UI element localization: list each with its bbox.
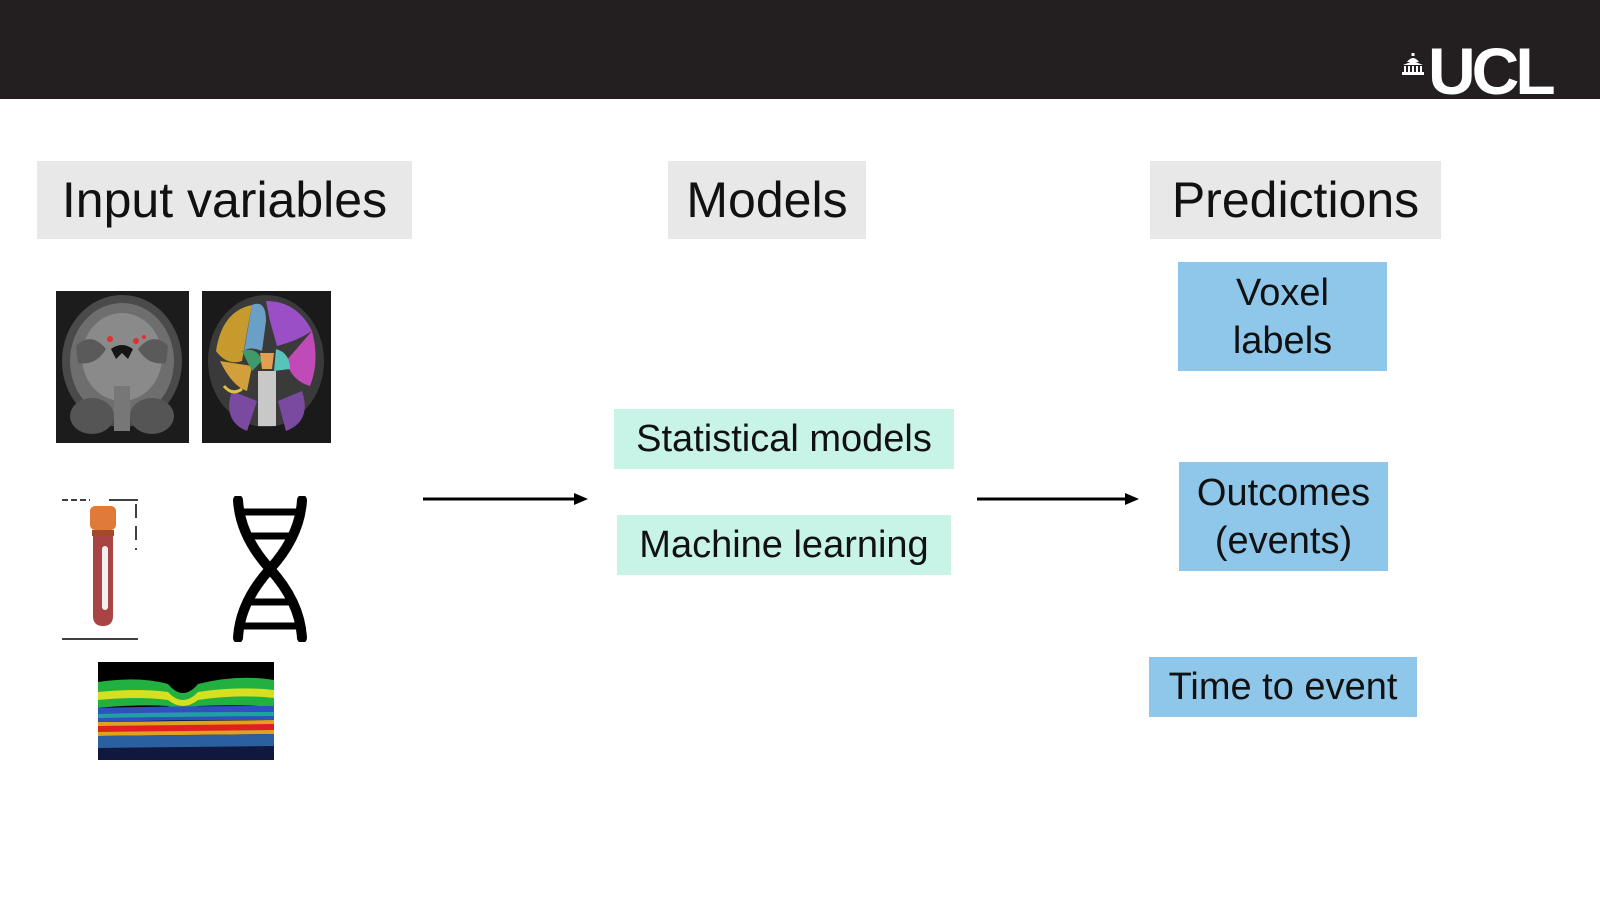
models-header: Models xyxy=(668,161,866,239)
brain-mri-image xyxy=(56,291,189,443)
dna-icon xyxy=(230,496,310,642)
voxel-labels-line2: labels xyxy=(1232,319,1333,362)
outcomes-events-box: Outcomes (events) xyxy=(1179,462,1388,571)
portico-icon xyxy=(1402,53,1424,75)
ucl-logo: UCL xyxy=(1402,38,1570,104)
outcomes-line1: Outcomes xyxy=(1196,471,1371,514)
time-to-event-label: Time to event xyxy=(1168,666,1398,708)
models-to-predictions-arrow xyxy=(977,493,1139,505)
top-banner xyxy=(0,0,1600,99)
outcomes-line2: (events) xyxy=(1214,519,1353,562)
input-variables-header: Input variables xyxy=(37,161,412,239)
input-to-models-arrow xyxy=(423,493,588,505)
statistical-models-box: Statistical models xyxy=(614,409,954,469)
machine-learning-box: Machine learning xyxy=(617,515,951,575)
voxel-labels-box: Voxel labels xyxy=(1178,262,1387,371)
retina-oct-image xyxy=(98,662,274,760)
predictions-header: Predictions xyxy=(1150,161,1441,239)
time-to-event-box: Time to event xyxy=(1149,657,1417,717)
ucl-logo-text: UCL xyxy=(1428,34,1556,108)
brain-segmentation-image xyxy=(202,291,331,443)
voxel-labels-line1: Voxel xyxy=(1236,271,1329,314)
blood-tube-icon xyxy=(62,498,138,641)
